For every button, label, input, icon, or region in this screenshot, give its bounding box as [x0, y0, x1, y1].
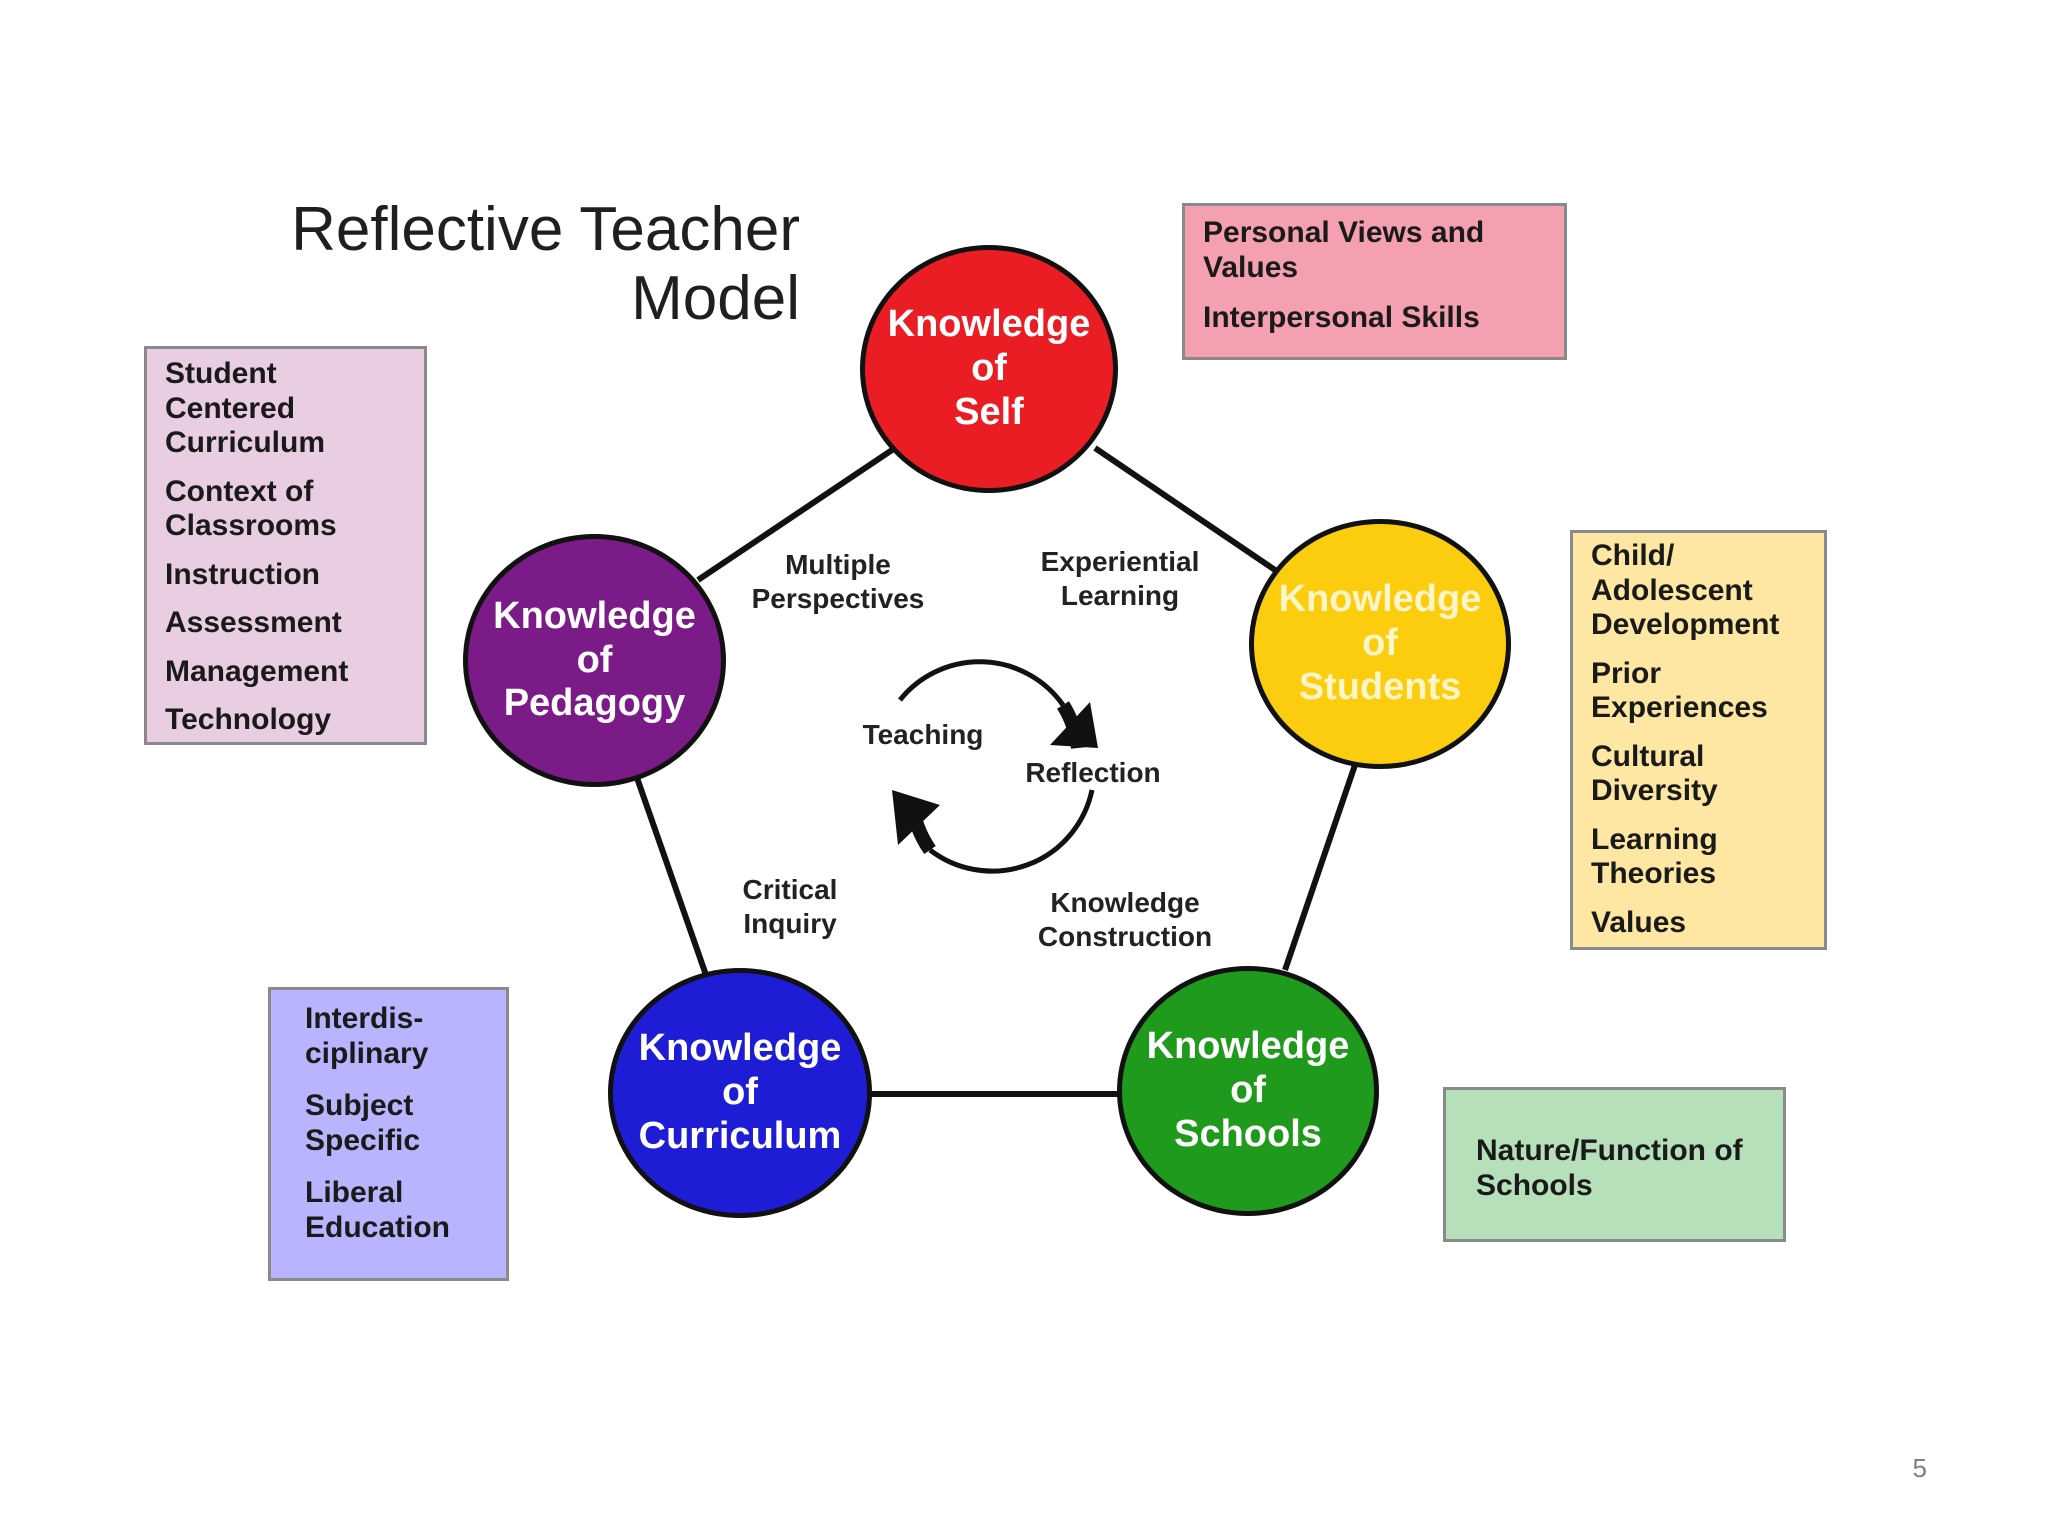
box-item: Technology [165, 703, 332, 736]
node-schools-line-2: of [1230, 1069, 1266, 1112]
box-item: Management [165, 654, 349, 688]
node-students-line-2: of [1362, 622, 1398, 665]
node-pedagogy-line-2: of [576, 638, 613, 681]
node-self-line-3: Self [954, 390, 1024, 433]
box-item: Interpersonal Skills [1203, 301, 1480, 334]
label-knowledge-construction-line-2: Construction [1037, 920, 1213, 952]
box-item: Subject Specific [305, 1089, 421, 1157]
box-self-attributes: Personal Views and Values Interpersonal … [1182, 203, 1567, 360]
box-item: Assessment [165, 606, 342, 639]
edge-students-schools [1282, 764, 1358, 971]
node-curriculum-line-2: of [722, 1071, 758, 1114]
label-experiential-learning-line-2: Learning [1060, 579, 1180, 611]
box-item: Interdis-ciplinary [305, 1002, 429, 1070]
diagram-title: Reflective Teacher Model [150, 195, 800, 334]
box-pedagogy-attributes: Student Centered Curriculum Context of C… [144, 346, 427, 745]
box-item: Prior Experiences [1591, 656, 1768, 725]
node-pedagogy-line-3: Pedagogy [503, 682, 686, 725]
page-number: 5 [1912, 1453, 1927, 1483]
label-knowledge-construction-line-1: Knowledge [1050, 887, 1200, 918]
box-item: Student Centered Curriculum [165, 357, 326, 459]
label-knowledge-construction: Knowledge Construction [1010, 886, 1240, 953]
node-knowledge-of-curriculum: Knowledge of Curriculum [608, 968, 872, 1218]
node-knowledge-of-self: Knowledge of Self [860, 245, 1118, 493]
label-critical-inquiry: Critical Inquiry [710, 873, 870, 940]
edge-pedagogy-curriculum [633, 774, 709, 976]
box-curriculum-attributes: Interdis-ciplinary Subject Specific Libe… [268, 987, 509, 1281]
node-schools-line-1: Knowledge [1146, 1025, 1350, 1068]
node-knowledge-of-schools: Knowledge of Schools [1117, 966, 1379, 1216]
box-item: Cultural Diversity [1591, 739, 1718, 808]
label-critical-inquiry-line-1: Critical [742, 874, 838, 905]
label-multiple-perspectives-line-2: Perspectives [751, 582, 925, 614]
node-curriculum-line-1: Knowledge [638, 1027, 842, 1070]
box-item: Nature/Function of Schools [1476, 1134, 1743, 1202]
cycle-arrows [892, 659, 1098, 874]
node-self-line-2: of [971, 347, 1007, 390]
node-students-line-1: Knowledge [1278, 578, 1482, 621]
cycle-label-teaching: Teaching [838, 718, 1008, 752]
label-experiential-learning-line-1: Experiential [1040, 546, 1200, 577]
box-students-attributes: Child/ Adolescent Development Prior Expe… [1570, 530, 1827, 950]
cycle-teaching-text: Teaching [862, 719, 984, 750]
box-item: Context of Classrooms [165, 474, 337, 543]
box-schools-attributes: Nature/Function of Schools [1443, 1087, 1786, 1242]
box-item: Liberal Education [305, 1176, 451, 1244]
label-multiple-perspectives: Multiple Perspectives [728, 548, 948, 615]
node-curriculum-line-3: Curriculum [638, 1114, 842, 1157]
node-pedagogy-line-1: Knowledge [493, 594, 696, 637]
node-knowledge-of-pedagogy: Knowledge of Pedagogy [463, 534, 726, 787]
box-item: Instruction [165, 557, 320, 591]
box-item: Child/ Adolescent Development [1591, 539, 1780, 641]
node-self-line-1: Knowledge [887, 303, 1091, 346]
cycle-reflection-text: Reflection [1025, 757, 1161, 788]
title-line-2: Model [631, 264, 800, 334]
label-multiple-perspectives-line-1: Multiple [785, 549, 891, 580]
node-schools-line-3: Schools [1174, 1112, 1322, 1155]
box-item: Personal Views and Values [1203, 216, 1485, 284]
label-experiential-learning: Experiential Learning [1010, 545, 1230, 612]
box-item: Learning Theories [1591, 822, 1718, 891]
cycle-label-reflection: Reflection [1003, 756, 1183, 790]
node-students-line-3: Students [1298, 665, 1462, 708]
edge-self-students [1093, 445, 1277, 573]
box-item: Values [1591, 905, 1687, 939]
label-critical-inquiry-line-2: Inquiry [743, 907, 837, 939]
edge-self-pedagogy [696, 447, 894, 583]
node-knowledge-of-students: Knowledge of Students [1249, 519, 1511, 769]
title-line-1: Reflective Teacher [291, 195, 800, 264]
